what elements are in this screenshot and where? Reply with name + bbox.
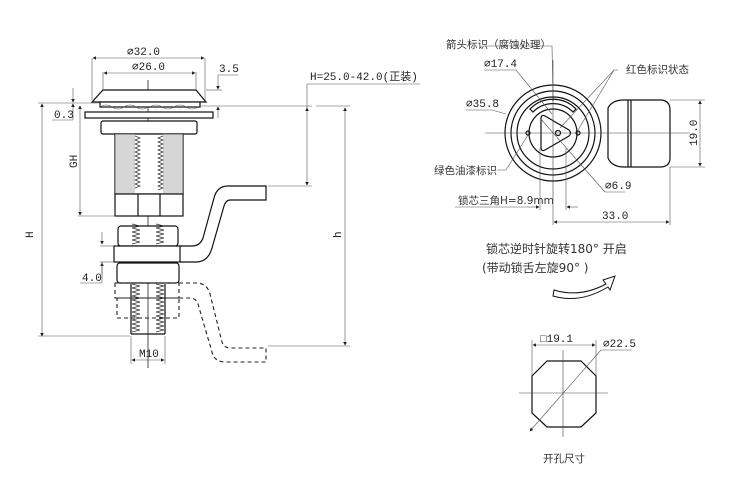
front-view: 箭头标识（腐蚀处理） ⌀17.4 红色标识状态 ⌀35.8 绿色油漆标识 ⌀6.…	[434, 38, 705, 225]
side-view: ⌀32.0 ⌀26.0 3.5 0.3 H GH	[25, 47, 420, 368]
dim-grip-height: GH	[69, 155, 81, 168]
barrel-base	[114, 193, 184, 217]
arc-slot	[529, 98, 577, 113]
dim-flange-thickness: 3.5	[219, 64, 239, 76]
cutout-caption: 开孔尺寸	[543, 452, 585, 465]
flange-washer	[84, 111, 214, 119]
dim-cutout-diameter: ⌀22.5	[603, 339, 636, 351]
rotation-line2: (带动锁舌左旋90° )	[482, 260, 588, 275]
alt-nut-lower	[116, 297, 180, 319]
dim-inner-diameter: ⌀26.0	[132, 62, 165, 74]
label-arrow-mark: 箭头标识（腐蚀处理）	[446, 38, 551, 51]
rotation-note: 锁芯逆时针旋转180° 开启 (带动锁舌左旋90° )	[482, 241, 627, 299]
triangle-key	[540, 114, 572, 152]
front-annotations: 箭头标识（腐蚀处理） ⌀17.4 红色标识状态 ⌀35.8 绿色油漆标识 ⌀6.…	[434, 38, 705, 225]
dim-face-diameter: ⌀35.8	[466, 99, 499, 111]
alt-nut-upper	[114, 282, 180, 299]
label-red-mark: 红色标识状态	[626, 63, 689, 76]
lower-nut	[116, 262, 180, 284]
cam-arm-alternate	[179, 282, 267, 363]
dim-gap: 0.3	[54, 110, 74, 122]
rotation-arrow-icon	[552, 275, 616, 299]
cam-arm	[180, 185, 267, 263]
rotation-line1: 锁芯逆时针旋转180° 开启	[486, 241, 627, 256]
cap	[90, 89, 208, 103]
dim-height-range: H=25.0-42.0(正装)	[310, 70, 418, 84]
dim-total-height: H	[25, 231, 37, 238]
dim-cam-length: 33.0	[602, 211, 628, 223]
dimensions-side: ⌀32.0 ⌀26.0 3.5 0.3 H GH	[25, 47, 420, 364]
label-green-mark: 绿色油漆标识	[434, 164, 497, 177]
barrel-threads	[115, 134, 183, 194]
upper-nut	[117, 225, 179, 247]
dim-cutout-square: □19.1	[540, 334, 573, 346]
cam-plate	[113, 245, 181, 263]
dim-core-diameter: ⌀17.4	[484, 59, 517, 71]
cam-tongue	[607, 99, 671, 168]
dim-cam-offset: h	[333, 231, 345, 238]
cutout-view: □19.1 ⌀22.5 开孔尺寸	[519, 334, 636, 465]
dim-triangle: 锁芯三角H=8.9mm	[458, 194, 554, 207]
dim-outer-diameter: ⌀32.0	[127, 47, 160, 59]
dim-cam-width: 19.0	[689, 120, 701, 146]
bolt-threads	[130, 223, 166, 335]
dim-pin-diameter: ⌀6.9	[605, 181, 631, 193]
dim-nut-thickness: 4.0	[82, 273, 102, 285]
dim-thread: M10	[139, 349, 159, 361]
cutout-shape	[531, 360, 597, 428]
body-nut	[100, 120, 198, 135]
